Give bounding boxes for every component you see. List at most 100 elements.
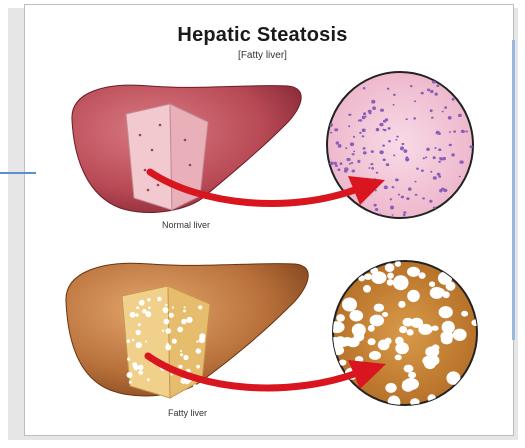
- cell-nucleus: [362, 129, 366, 133]
- fat-globule: [431, 326, 438, 331]
- fat-globule: [350, 310, 364, 321]
- cell-nucleus: [344, 170, 348, 173]
- cell-nucleus: [393, 104, 395, 106]
- cell-nucleus: [398, 194, 400, 196]
- fat-speck: [165, 304, 167, 306]
- fat-globule: [354, 331, 365, 342]
- fat-globule: [399, 326, 407, 333]
- cell-nucleus: [392, 214, 394, 216]
- cell-nucleus: [330, 132, 332, 134]
- fat-speck: [136, 330, 141, 335]
- fat-globule: [363, 285, 371, 293]
- cell-nucleus: [374, 204, 377, 207]
- cell-nucleus: [380, 109, 384, 112]
- cell-nucleus: [376, 172, 379, 174]
- fat-speck: [165, 309, 168, 312]
- cell-nucleus: [422, 197, 425, 199]
- cell-nucleus: [438, 149, 441, 152]
- fat-globule: [403, 378, 419, 390]
- cell-nucleus: [405, 157, 409, 161]
- fat-globule: [374, 304, 384, 312]
- cell-nucleus: [401, 196, 404, 199]
- cell-nucleus: [415, 194, 418, 196]
- fat-globule: [395, 337, 404, 345]
- fat-speck: [132, 339, 135, 342]
- cell-nucleus: [382, 144, 385, 146]
- cell-nucleus: [388, 140, 391, 142]
- cell-nucleus: [404, 149, 408, 153]
- fat-speck: [139, 300, 145, 306]
- cell-nucleus: [348, 114, 351, 116]
- cell-nucleus: [416, 168, 419, 170]
- fat-speck: [135, 313, 138, 316]
- cell-nucleus: [379, 123, 383, 127]
- fat-speck: [184, 356, 188, 360]
- cell-nucleus: [371, 100, 375, 104]
- cell-nucleus: [444, 106, 447, 109]
- cell-nucleus: [363, 147, 366, 150]
- cell-nucleus: [470, 145, 473, 148]
- fat-speck: [185, 379, 190, 384]
- cell-nucleus: [379, 150, 383, 154]
- cell-nucleus: [363, 151, 367, 154]
- cell-nucleus: [421, 170, 424, 172]
- cell-nucleus: [465, 131, 468, 133]
- fat-globule: [422, 356, 435, 366]
- cell-nucleus: [336, 141, 339, 144]
- cell-nucleus: [393, 94, 396, 96]
- fat-globule: [398, 301, 405, 308]
- cell-nucleus: [334, 128, 338, 131]
- fat-speck: [133, 365, 138, 370]
- fat-globule: [404, 365, 414, 373]
- cell-nucleus: [430, 90, 434, 93]
- cell-nucleus: [425, 156, 427, 158]
- fat-globule: [382, 312, 388, 317]
- cell-nucleus: [433, 176, 437, 179]
- cell-nucleus: [383, 120, 387, 123]
- cell-nucleus: [402, 143, 405, 145]
- cell-nucleus: [451, 153, 455, 156]
- fat-globule: [371, 271, 386, 284]
- fat-speck: [157, 297, 162, 302]
- cell-nucleus: [357, 160, 360, 163]
- cell-nucleus: [376, 128, 380, 131]
- cell-nucleus: [386, 163, 390, 166]
- fat-globule: [387, 279, 394, 286]
- fat-globule: [393, 275, 409, 290]
- cell-nucleus: [458, 114, 462, 117]
- cell-nucleus: [330, 162, 334, 166]
- cell-nucleus: [437, 173, 441, 176]
- fat-globule: [385, 338, 392, 345]
- fat-speck: [166, 328, 172, 334]
- fat-speck: [138, 365, 143, 370]
- cell-nucleus: [379, 213, 381, 215]
- cell-nucleus: [431, 117, 434, 119]
- fat-speck: [130, 312, 136, 318]
- cell-nucleus: [395, 178, 399, 181]
- cell-nucleus: [403, 214, 406, 216]
- cell-nucleus: [395, 139, 397, 141]
- fat-speck: [181, 319, 187, 325]
- cell-nucleus: [414, 100, 416, 102]
- cell-nucleus: [408, 187, 412, 190]
- cell-nucleus: [435, 93, 438, 96]
- cell-nucleus: [406, 118, 408, 120]
- cell-nucleus: [449, 131, 451, 133]
- fat-speck: [145, 340, 147, 342]
- cell-nucleus: [358, 119, 360, 121]
- fat-speck: [180, 350, 182, 352]
- cell-nucleus: [436, 131, 440, 135]
- fat-globule: [438, 272, 452, 285]
- fat-globule: [408, 372, 416, 379]
- cell-nucleus: [439, 157, 442, 160]
- fat-speck: [169, 313, 174, 318]
- fat-globule: [368, 338, 376, 345]
- cell-nucleus: [438, 161, 441, 163]
- fatty-tissue-magnified: [327, 261, 480, 408]
- fat-globule: [369, 351, 381, 360]
- cell-nucleus: [423, 157, 425, 159]
- cell-nucleus: [439, 189, 442, 192]
- cell-nucleus: [421, 92, 424, 95]
- fat-globule: [442, 321, 455, 334]
